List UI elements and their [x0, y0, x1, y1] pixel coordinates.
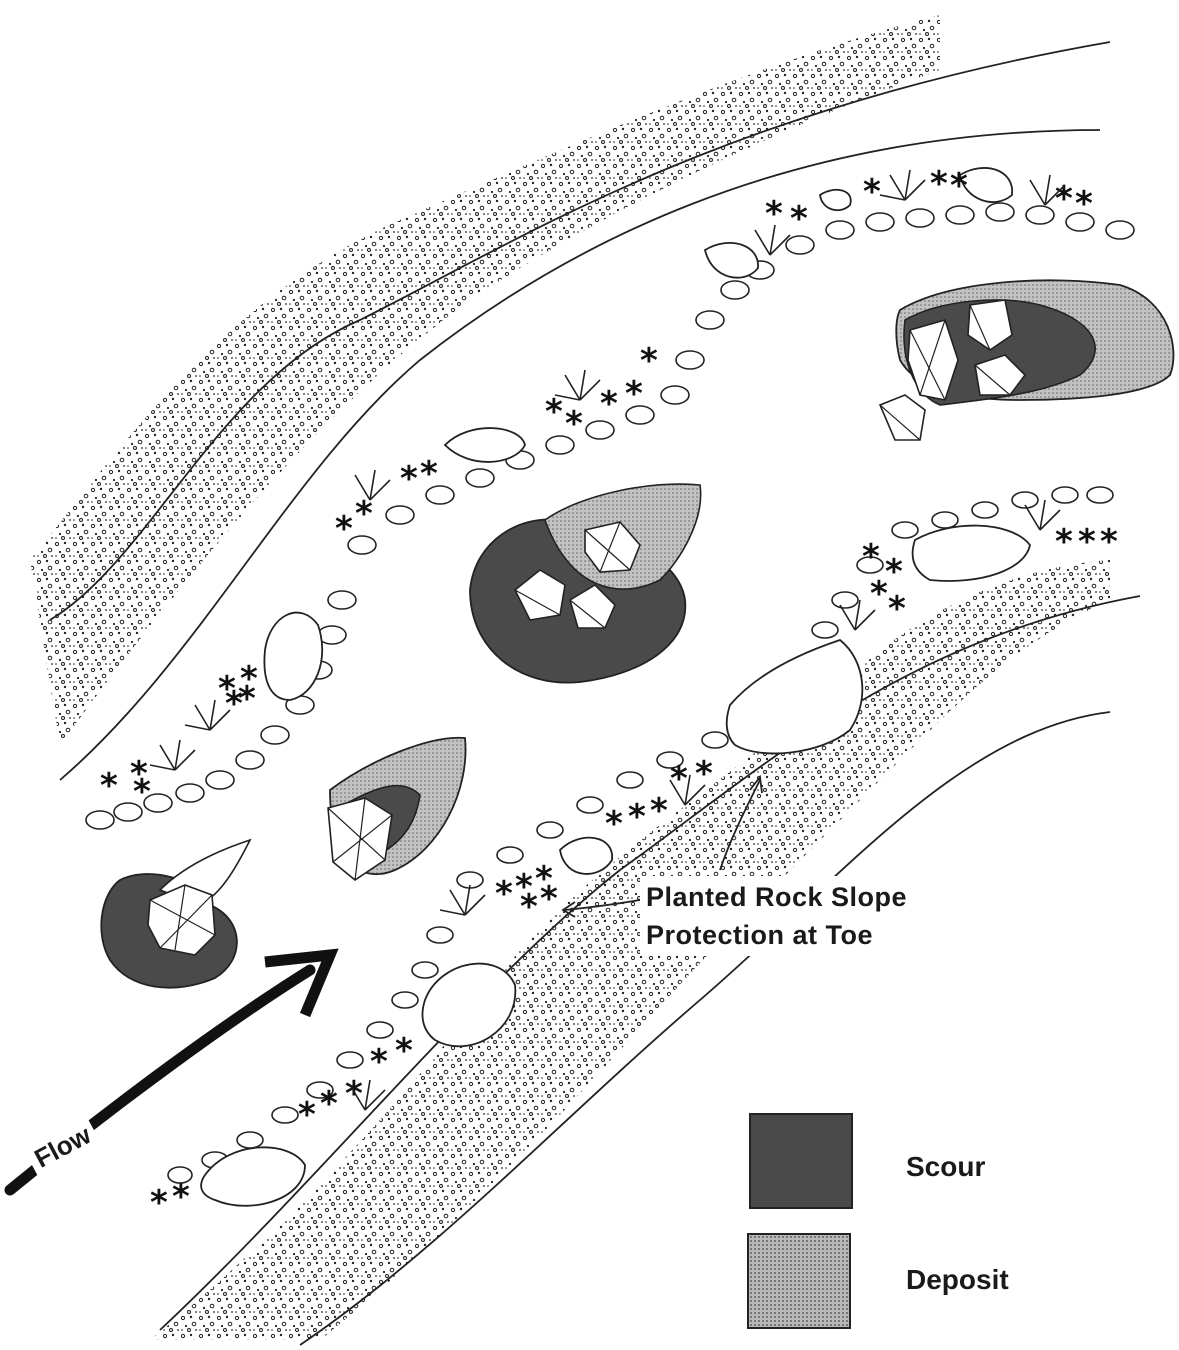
- svg-text:*: *: [320, 1084, 338, 1124]
- boulder-icon: [880, 395, 925, 440]
- svg-text:*: *: [420, 454, 438, 494]
- svg-text:*: *: [1078, 522, 1096, 562]
- svg-text:*: *: [520, 887, 538, 927]
- boulder-cluster-center: [470, 484, 701, 683]
- svg-text:*: *: [565, 404, 583, 444]
- svg-text:*: *: [790, 199, 808, 239]
- svg-text:*: *: [400, 459, 418, 499]
- svg-text:*: *: [930, 164, 948, 204]
- svg-text:*: *: [863, 172, 881, 212]
- legend-scour-label: Scour: [906, 1151, 985, 1183]
- svg-text:*: *: [1055, 522, 1073, 562]
- svg-text:*: *: [335, 509, 353, 549]
- svg-text:*: *: [540, 879, 558, 919]
- svg-text:*: *: [100, 766, 118, 806]
- callout-line-2: Protection at Toe: [646, 916, 907, 954]
- boulder-cluster-mid-left: [328, 738, 466, 880]
- svg-text:*: *: [1075, 184, 1093, 224]
- svg-text:*: *: [670, 759, 688, 799]
- svg-text:*: *: [133, 772, 151, 812]
- svg-text:*: *: [395, 1031, 413, 1071]
- legend-deposit-swatch: [747, 1233, 851, 1329]
- svg-text:*: *: [1100, 522, 1118, 562]
- svg-text:*: *: [695, 754, 713, 794]
- svg-text:*: *: [640, 341, 658, 381]
- svg-text:*: *: [870, 574, 888, 614]
- svg-text:*: *: [950, 166, 968, 206]
- svg-text:*: *: [650, 791, 668, 831]
- svg-text:*: *: [862, 537, 880, 577]
- boulder-cluster-right: [880, 280, 1173, 440]
- svg-text:*: *: [298, 1095, 316, 1135]
- svg-text:*: *: [345, 1074, 363, 1114]
- legend-deposit-label: Deposit: [906, 1264, 1009, 1296]
- svg-text:*: *: [888, 589, 906, 629]
- svg-text:*: *: [545, 392, 563, 432]
- callout-planted-rock-slope: Planted Rock Slope Protection at Toe: [640, 876, 913, 956]
- svg-text:*: *: [172, 1177, 190, 1217]
- boulder-cluster-left: [101, 840, 250, 988]
- callout-line-1: Planted Rock Slope: [646, 878, 907, 916]
- svg-text:*: *: [150, 1183, 168, 1223]
- svg-text:*: *: [605, 804, 623, 844]
- legend-scour-swatch: [749, 1113, 853, 1209]
- svg-text:*: *: [238, 679, 256, 719]
- svg-text:*: *: [628, 797, 646, 837]
- svg-text:*: *: [495, 874, 513, 914]
- svg-text:*: *: [370, 1042, 388, 1082]
- svg-text:*: *: [600, 384, 618, 424]
